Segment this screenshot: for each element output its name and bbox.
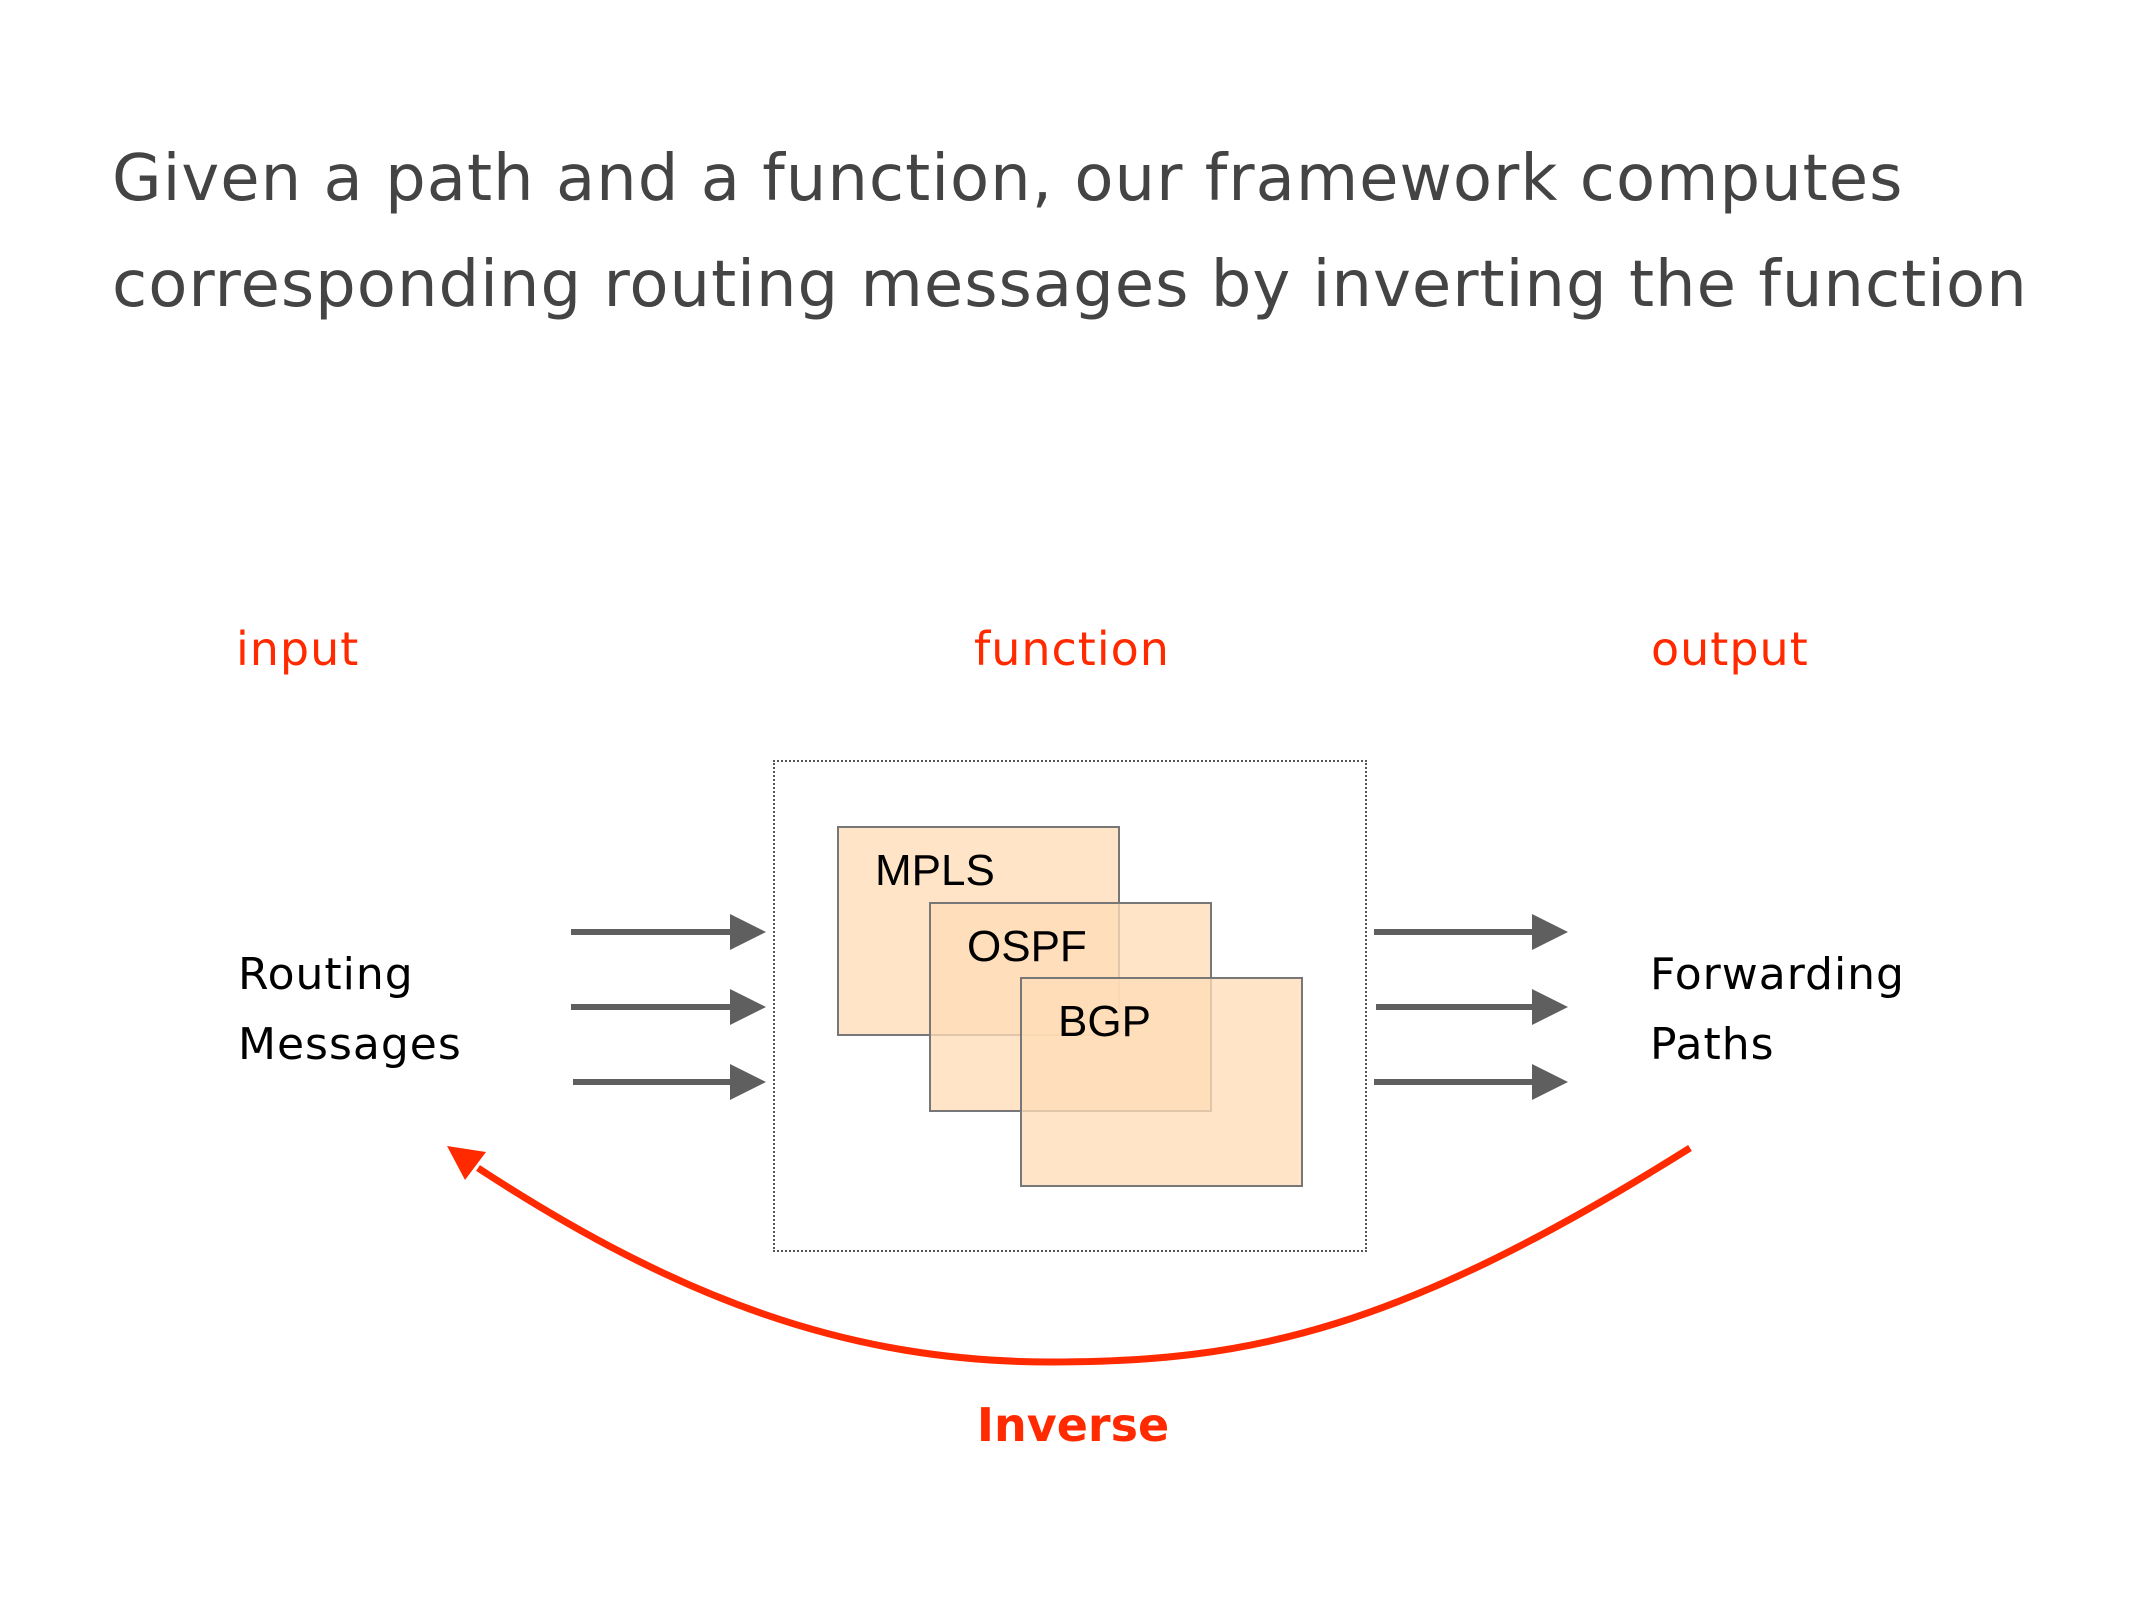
inverse-arrowhead-icon (447, 1146, 486, 1180)
output-text: Forwarding Paths (1650, 940, 1905, 1080)
function-box (773, 760, 1367, 1252)
output-line-1: Forwarding (1650, 949, 1905, 1000)
input-line-2: Messages (238, 1019, 462, 1070)
slide-title: Given a path and a function, our framewo… (112, 126, 2112, 338)
output-line-2: Paths (1650, 1019, 1775, 1070)
protocol-label-ospf: OSPF (967, 922, 1087, 971)
input-label: input (236, 622, 360, 676)
title-line-1: Given a path and a function, our framewo… (112, 142, 1904, 216)
input-line-1: Routing (238, 949, 414, 1000)
input-arrows (571, 914, 766, 1100)
inverse-label: Inverse (976, 1398, 1170, 1452)
protocol-box-bgp: BGP (1020, 977, 1303, 1187)
protocol-label-bgp: BGP (1058, 997, 1151, 1046)
title-line-2: corresponding routing messages by invert… (112, 248, 2028, 322)
function-label: function (974, 622, 1170, 676)
output-arrows (1374, 914, 1568, 1100)
inverse-arc-icon (476, 1145, 1692, 1366)
protocol-label-mpls: MPLS (875, 846, 995, 895)
output-label: output (1651, 622, 1809, 676)
input-text: Routing Messages (238, 940, 462, 1080)
